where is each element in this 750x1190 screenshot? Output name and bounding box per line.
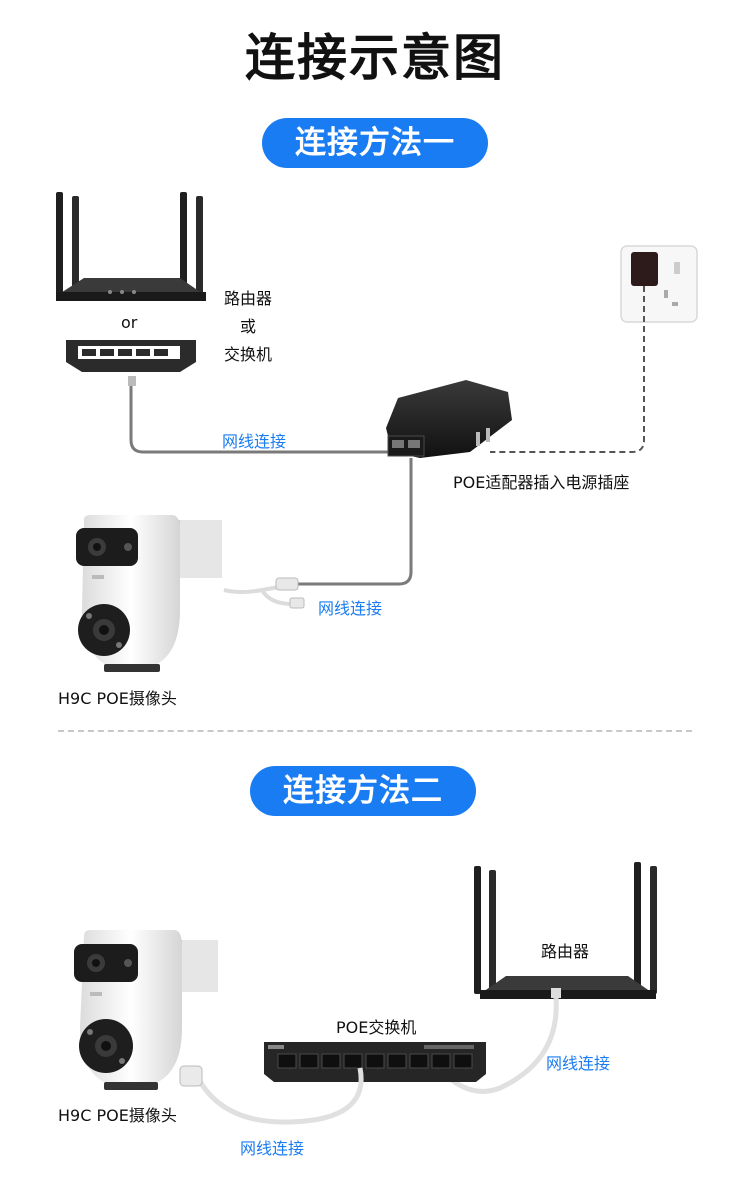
power-cord [490,286,645,453]
router-icon [56,192,206,301]
method1-heading: 连接方法一 [262,118,488,168]
cable-label-bottom: 网线连接 [318,599,383,618]
page-title: 连接示意图 [245,29,505,87]
label-camera: H9C POE摄像头 [58,689,177,708]
section-divider [58,730,692,732]
cable-router [438,997,559,1094]
label-poe-switch: POE交换机 [336,1018,417,1037]
cable-bottom [296,458,413,586]
cable-top [129,386,388,454]
poe-switch-icon [264,1042,486,1082]
label-camera-2: H9C POE摄像头 [58,1106,177,1125]
cable-camera [193,1067,364,1125]
wall-socket-icon [620,245,698,323]
poe-adapter-icon [386,380,512,458]
label-poe-adapter: POE适配器插入电源插座 [453,473,630,492]
label-or-en: or [121,313,138,332]
security-camera-icon [76,515,222,672]
security-camera-icon [74,930,218,1090]
label-or-cn: 或 [240,317,257,336]
network-switch-icon [66,340,196,386]
method2-heading: 连接方法二 [250,766,476,816]
cable-label-top: 网线连接 [222,432,287,451]
cable-label-right: 网线连接 [546,1054,611,1073]
label-router: 路由器 [224,289,273,308]
label-switch: 交换机 [224,345,273,364]
router-icon [474,862,657,999]
cable-label-bottom-2: 网线连接 [240,1139,305,1158]
label-router-2: 路由器 [541,942,590,961]
